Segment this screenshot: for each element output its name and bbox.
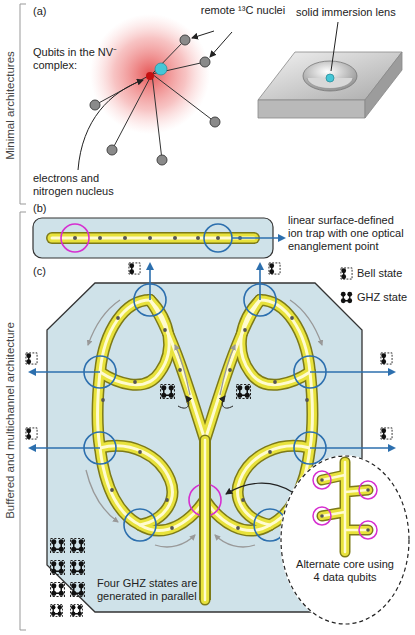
note-text: Four GHZ states are generated in paralle… xyxy=(97,577,219,603)
callout-label: electrons and nitrogen nucleus xyxy=(33,172,131,198)
dashed-ellipse: Alternate core using 4 data qubits xyxy=(280,455,410,625)
legend-text: Bell state xyxy=(357,267,402,280)
nv-center xyxy=(78,14,232,170)
section-bracket xyxy=(20,4,26,630)
callout-label: solid immersion lens xyxy=(296,6,396,19)
callout-label: Qubits in the NV⁻ complex: xyxy=(33,46,129,72)
panel-letter: (c) xyxy=(33,265,46,278)
solid-immersion-lens xyxy=(258,22,402,118)
callout-label: remote ¹³C nuclei xyxy=(200,4,286,17)
section-title: Buffered and multichannel architecture xyxy=(4,322,17,519)
section-title: Minimal architectures xyxy=(4,51,17,160)
linear-ion-trap xyxy=(33,218,284,258)
panel-letter: (b) xyxy=(33,202,46,215)
multichannel-trap xyxy=(26,263,410,625)
legend-text: GHZ state xyxy=(357,291,407,304)
panel-letter: (a) xyxy=(33,5,46,18)
node-text: Alternate core using 4 data qubits xyxy=(295,558,395,584)
callout-label: linear surface-defined ion trap with one… xyxy=(288,214,410,253)
ellipse-outline xyxy=(280,455,410,625)
